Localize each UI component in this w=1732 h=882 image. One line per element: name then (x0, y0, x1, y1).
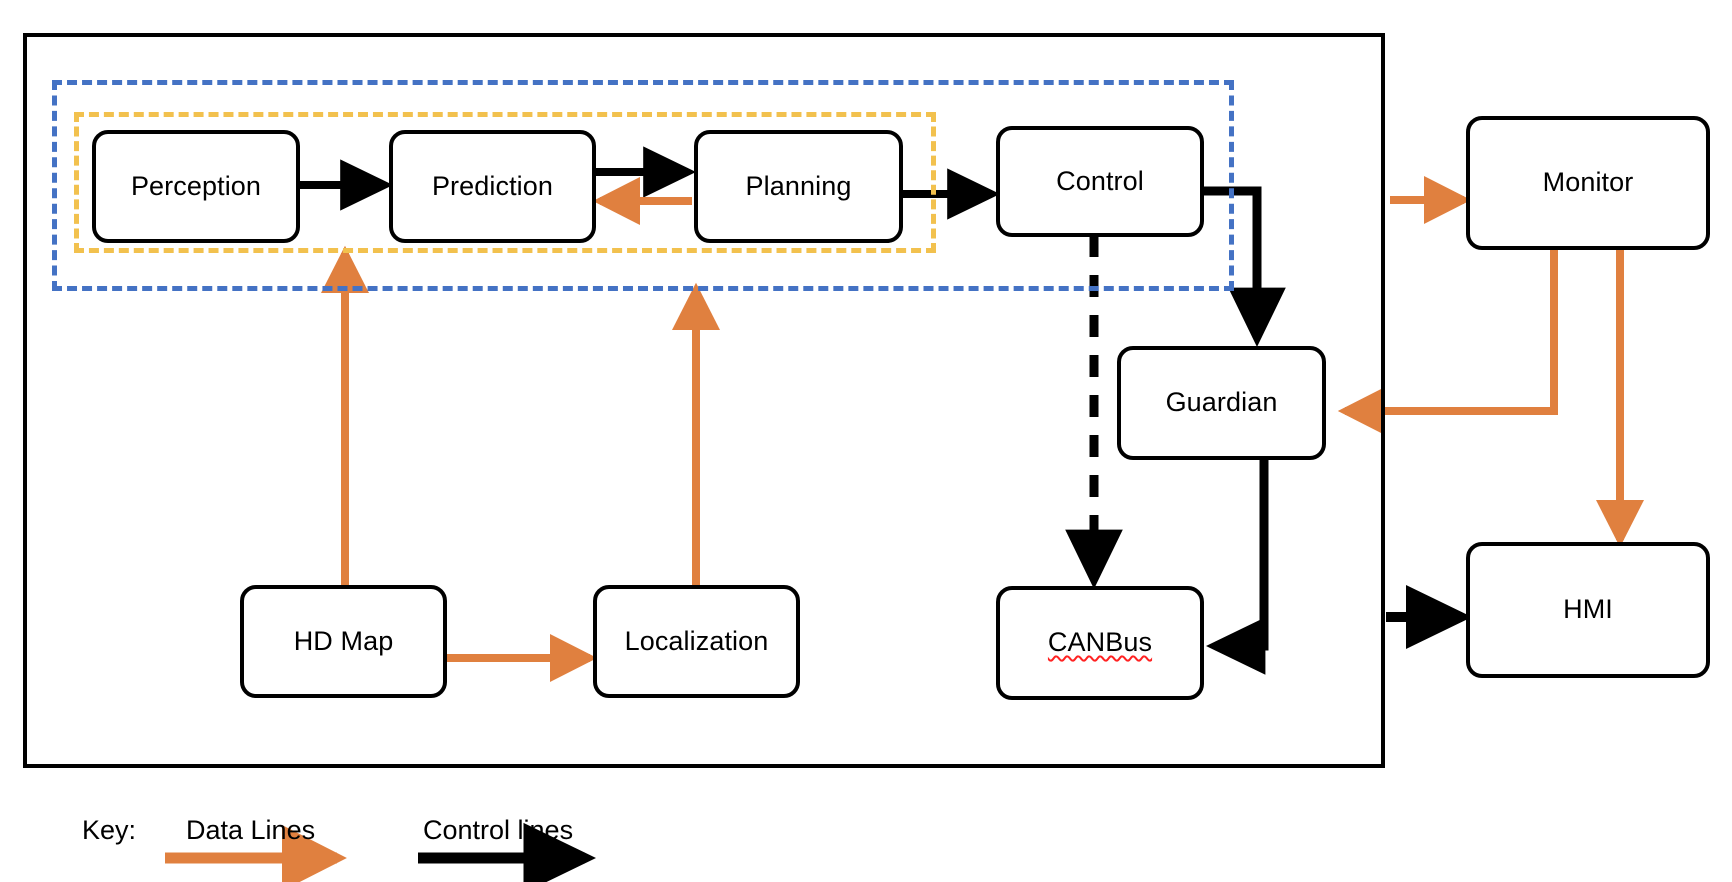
legend-key-label: Key: (82, 815, 137, 845)
group-box-autonomy-stack (52, 80, 1234, 291)
node-hd-map-label: HD Map (293, 625, 394, 656)
legend-control-lines-label: Control lines (423, 815, 574, 845)
node-guardian-label: Guardian (1165, 387, 1278, 418)
node-hd-map[interactable]: HD Map (240, 585, 447, 698)
node-canbus[interactable]: CANBus (996, 586, 1204, 700)
group-box-core-pipeline (74, 112, 936, 253)
node-canbus-label: CANBus (1047, 627, 1153, 658)
node-hmi[interactable]: HMI (1466, 542, 1710, 678)
node-localization[interactable]: Localization (593, 585, 800, 698)
node-localization-label: Localization (624, 625, 769, 656)
node-prediction[interactable]: Prediction (389, 130, 596, 243)
node-perception-label: Perception (130, 170, 262, 201)
system-boundary (23, 33, 1385, 768)
node-hmi-label: HMI (1563, 594, 1613, 625)
legend-data-lines-label: Data Lines (186, 815, 316, 845)
node-monitor-label: Monitor (1542, 167, 1634, 198)
node-control-label: Control (1056, 165, 1144, 196)
node-guardian[interactable]: Guardian (1117, 346, 1326, 460)
node-perception[interactable]: Perception (92, 130, 300, 243)
node-planning[interactable]: Planning (694, 130, 903, 243)
node-control[interactable]: Control (996, 126, 1204, 237)
node-monitor[interactable]: Monitor (1466, 116, 1710, 250)
node-prediction-label: Prediction (431, 170, 554, 201)
node-planning-label: Planning (745, 170, 852, 201)
